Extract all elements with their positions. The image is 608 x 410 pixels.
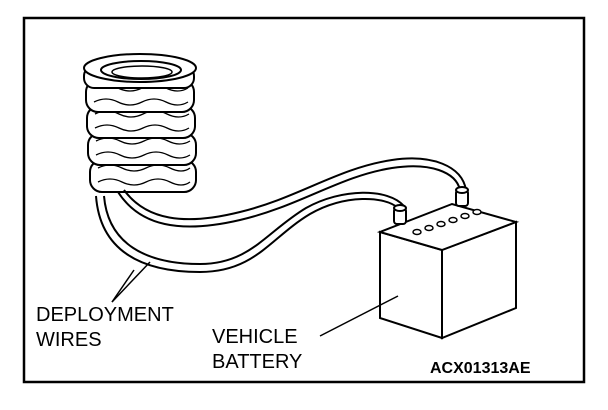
leader-wire-1 bbox=[111, 261, 151, 303]
wire-b-inner bbox=[123, 157, 467, 221]
figure-code: ACX01313AE bbox=[430, 360, 531, 377]
battery-terminal-negative bbox=[393, 204, 407, 225]
leader-wire-2 bbox=[111, 269, 135, 303]
battery-cell-caps bbox=[412, 208, 482, 236]
vehicle-battery-label-line2: BATTERY bbox=[212, 351, 303, 373]
leader-lines bbox=[111, 261, 399, 337]
battery-top bbox=[376, 202, 520, 252]
vehicle-battery bbox=[376, 186, 520, 340]
deployment-wires-label: DEPLOYMENT WIRES bbox=[36, 305, 174, 350]
vehicle-battery-label-line1: VEHICLE bbox=[212, 326, 298, 348]
leader-battery bbox=[319, 295, 399, 337]
tire-1 bbox=[83, 53, 197, 89]
tire-5 bbox=[89, 159, 197, 193]
deployment-wires-label-line2: WIRES bbox=[36, 329, 102, 351]
wire-a-outer bbox=[95, 195, 399, 274]
deployment-wires bbox=[95, 157, 467, 274]
wire-b-outer bbox=[117, 165, 461, 228]
battery-terminal-positive bbox=[455, 186, 469, 207]
tire-stack bbox=[83, 53, 197, 193]
deployment-wires-label-line1: DEPLOYMENT bbox=[36, 304, 174, 326]
wire-a-inner bbox=[103, 191, 405, 266]
vehicle-battery-label: VEHICLE BATTERY bbox=[212, 327, 302, 372]
